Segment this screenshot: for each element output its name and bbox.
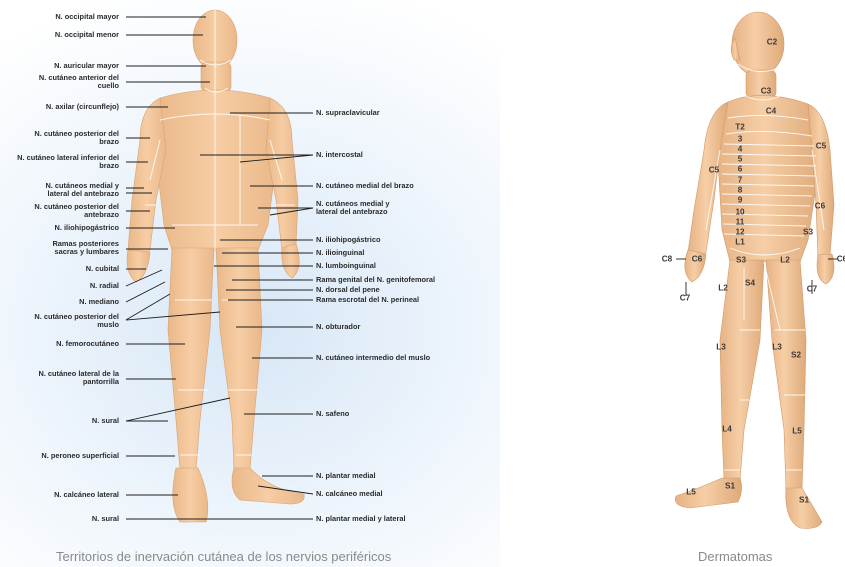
label-n-cutaneo-lateral-pantorrilla: N. cutáneo lateral de la pantorrilla: [33, 370, 119, 386]
dermatome-l2-left: L2: [718, 284, 728, 293]
dermatome-l1: L1: [735, 238, 745, 247]
label-n-axilar: N. axilar (circunflejo): [46, 103, 119, 111]
label-n-ilioinguinal: N. ilioinguinal: [316, 249, 364, 257]
dermatome-t5: 5: [738, 155, 743, 164]
dermatome-c8: C8: [662, 255, 672, 264]
dermatome-s4: S4: [745, 279, 755, 288]
dermatome-c6-left-hand: C6: [692, 255, 702, 264]
label-n-occipital-menor: N. occipital menor: [55, 31, 119, 39]
dermatome-t12: 12: [735, 228, 744, 237]
dermatome-t6: 6: [738, 165, 743, 174]
label-n-supraclavicular: N. supraclavicular: [316, 109, 380, 117]
label-n-cutaneo-intermedio-muslo: N. cutáneo intermedio del muslo: [316, 354, 430, 362]
dermatome-t9: 9: [738, 196, 743, 205]
dermatome-l5-right: L5: [792, 427, 802, 436]
label-n-femorocutaneo: N. femorocutáneo: [56, 340, 119, 348]
label-n-auricular-mayor: N. auricular mayor: [54, 62, 119, 70]
label-n-cutaneo-lateral-inferior-brazo: N. cutáneo lateral inferior del brazo: [1, 154, 119, 170]
label-rama-genital: Rama genital del N. genitofemoral: [316, 276, 435, 284]
dermatome-c6-right-hand: C6: [837, 255, 845, 264]
label-n-iliohipogastrico-right: N. iliohipogástrico: [316, 236, 380, 244]
dermatome-c7-right: C7: [807, 285, 817, 294]
dermatome-t10: 10: [735, 208, 744, 217]
dermatome-t8: 8: [738, 186, 743, 195]
dermatome-c7-left: C7: [680, 294, 690, 303]
label-n-dorsal-pene: N. dorsal del pene: [316, 286, 380, 294]
dermatome-c6-right-arm: C6: [815, 202, 825, 211]
dermatome-t3: 3: [738, 135, 743, 144]
dermatome-s3-upper: S3: [803, 228, 813, 237]
label-n-cutaneo-posterior-antebrazo: N. cutáneo posterior del antebrazo: [23, 203, 119, 219]
label-n-intercostal: N. intercostal: [316, 151, 363, 159]
dermatome-c2: C2: [767, 38, 777, 47]
left-panel-caption: Territorios de inervación cutánea de los…: [56, 549, 391, 564]
label-n-calcaneo-lateral: N. calcáneo lateral: [54, 491, 119, 499]
label-n-radial: N. radial: [90, 282, 119, 290]
dermatome-t4: 4: [738, 145, 743, 154]
label-rama-escrotal: Rama escrotal del N. perineal: [316, 296, 419, 304]
dermatome-s2: S2: [791, 351, 801, 360]
dermatome-s3-lower: S3: [736, 256, 746, 265]
dermatome-s1-right: S1: [799, 496, 809, 505]
right-figure: [675, 12, 834, 528]
label-n-occipital-mayor: N. occipital mayor: [55, 13, 119, 21]
dermatome-c3: C3: [761, 87, 771, 96]
label-n-cutaneo-anterior-cuello: N. cutáneo anterior del cuello: [23, 74, 119, 90]
label-n-obturador: N. obturador: [316, 323, 360, 331]
dermatome-t2: T2: [735, 123, 745, 132]
dermatome-s1-left: S1: [725, 482, 735, 491]
dermatome-l4: L4: [722, 425, 732, 434]
dermatome-t11: 11: [736, 218, 745, 227]
right-panel-caption: Dermatomas: [698, 549, 772, 564]
label-n-calcaneo-medial: N. calcáneo medial: [316, 490, 383, 498]
dermatome-l3-left: L3: [716, 343, 726, 352]
dermatome-c4: C4: [766, 107, 776, 116]
dermatome-l3-right: L3: [772, 343, 782, 352]
label-n-plantar-medial-lateral: N. plantar medial y lateral: [316, 515, 406, 523]
dermatome-l5-left: L5: [686, 488, 696, 497]
label-n-peroneo-superficial: N. peroneo superficial: [41, 452, 119, 460]
label-n-lumboinguinal: N. lumboinguinal: [316, 262, 376, 270]
dermatome-c5-left: C5: [709, 166, 719, 175]
label-ramas-posteriores: Ramas posteriores sacras y lumbares: [27, 240, 119, 256]
label-n-mediano: N. mediano: [79, 298, 119, 306]
label-n-plantar-medial: N. plantar medial: [316, 472, 376, 480]
dermatome-t7: 7: [738, 176, 743, 185]
label-n-cutaneos-medial-lateral-antebrazo-left: N. cutáneos medial y lateral del antebra…: [23, 182, 119, 198]
label-n-cubital: N. cubital: [86, 265, 119, 273]
label-n-safeno: N. safeno: [316, 410, 349, 418]
label-n-cutaneo-medial-brazo: N. cutáneo medial del brazo: [316, 182, 414, 190]
dermatome-l2-right: L2: [780, 256, 790, 265]
label-n-cutaneos-medial-lateral-antebrazo-right: N. cutáneos medial y lateral del antebra…: [316, 200, 408, 216]
label-n-sural-lower: N. sural: [92, 515, 119, 523]
label-n-cutaneo-posterior-brazo: N. cutáneo posterior del brazo: [29, 130, 119, 146]
label-n-cutaneo-posterior-muslo: N. cutáneo posterior del muslo: [27, 313, 119, 329]
label-n-iliohipogastrico-left: N. iliohipogástrico: [55, 224, 119, 232]
label-n-sural-upper: N. sural: [92, 417, 119, 425]
dermatome-c5-right: C5: [816, 142, 826, 151]
